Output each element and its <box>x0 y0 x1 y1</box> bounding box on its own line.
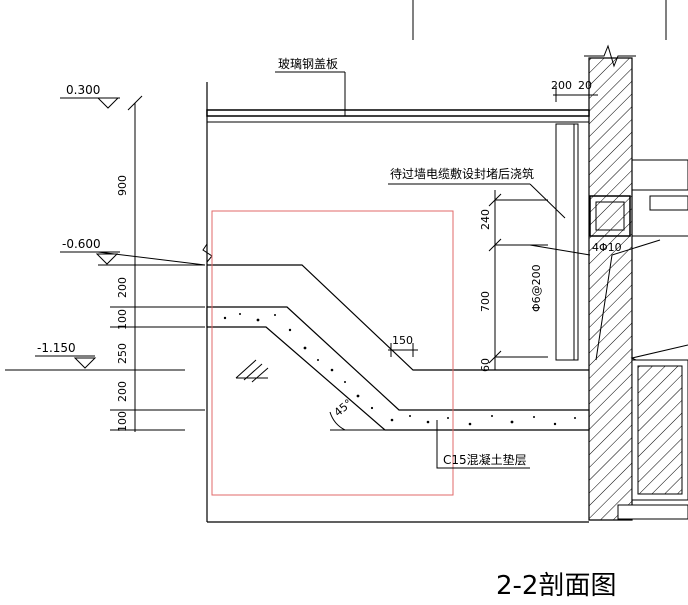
trench-outline <box>202 82 589 523</box>
rebar-stirrup-label: Φ6@200 <box>530 264 543 312</box>
highlight-box <box>211 210 454 496</box>
cushion-label: C15混凝土垫层 <box>443 452 527 467</box>
svg-text:-0.600: -0.600 <box>62 237 101 251</box>
c15-cushion-layer <box>206 306 590 431</box>
svg-text:-1.150: -1.150 <box>37 341 76 355</box>
svg-text:250: 250 <box>116 343 129 364</box>
cover-plate <box>206 71 590 123</box>
right-dimension-line <box>488 190 548 370</box>
svg-text:100: 100 <box>116 309 129 330</box>
elevation-marker-low: -1.150 <box>35 341 97 369</box>
left-dimension-texts: 900 200 100 250 200 100 <box>116 175 129 432</box>
top-dim-20: 20 <box>578 79 592 92</box>
svg-text:60: 60 <box>479 358 492 372</box>
svg-text:240: 240 <box>479 209 492 230</box>
cushion-speckles <box>223 313 576 426</box>
right-dimension-texts: 240 700 60 <box>479 209 492 372</box>
seal-note-leader <box>529 183 566 219</box>
svg-text:700: 700 <box>479 291 492 312</box>
right-wall <box>584 44 636 521</box>
elevation-marker-mid: -0.600 <box>60 237 120 265</box>
step-dim-label: 150 <box>392 334 413 347</box>
step-dimension <box>388 343 418 357</box>
top-dimension <box>553 86 598 102</box>
soil-symbol <box>235 359 269 383</box>
rebar-main-label: 4Φ10 <box>592 241 622 254</box>
inner-wall <box>555 123 579 361</box>
top-dim-200: 200 <box>551 79 572 92</box>
rebar-leader <box>529 244 591 256</box>
elevation-marker-top: 0.300 <box>60 83 120 109</box>
angle-arc <box>329 411 346 431</box>
cushion-leader <box>436 420 530 469</box>
cover-plate-label: 玻璃钢盖板 <box>278 57 338 71</box>
excavation-profile <box>207 264 589 371</box>
svg-text:200: 200 <box>116 277 129 298</box>
left-dimension-line <box>5 95 206 432</box>
upper-wall-lines <box>412 0 667 40</box>
seal-note-label: 待过墙电缆敷设封堵后浇筑 <box>390 166 534 181</box>
right-equipment <box>589 159 688 520</box>
svg-text:900: 900 <box>116 175 129 196</box>
svg-text:100: 100 <box>116 411 129 432</box>
svg-text:0.300: 0.300 <box>66 83 100 97</box>
svg-text:200: 200 <box>116 381 129 402</box>
drawing-title: 2-2剖面图 <box>496 571 616 601</box>
